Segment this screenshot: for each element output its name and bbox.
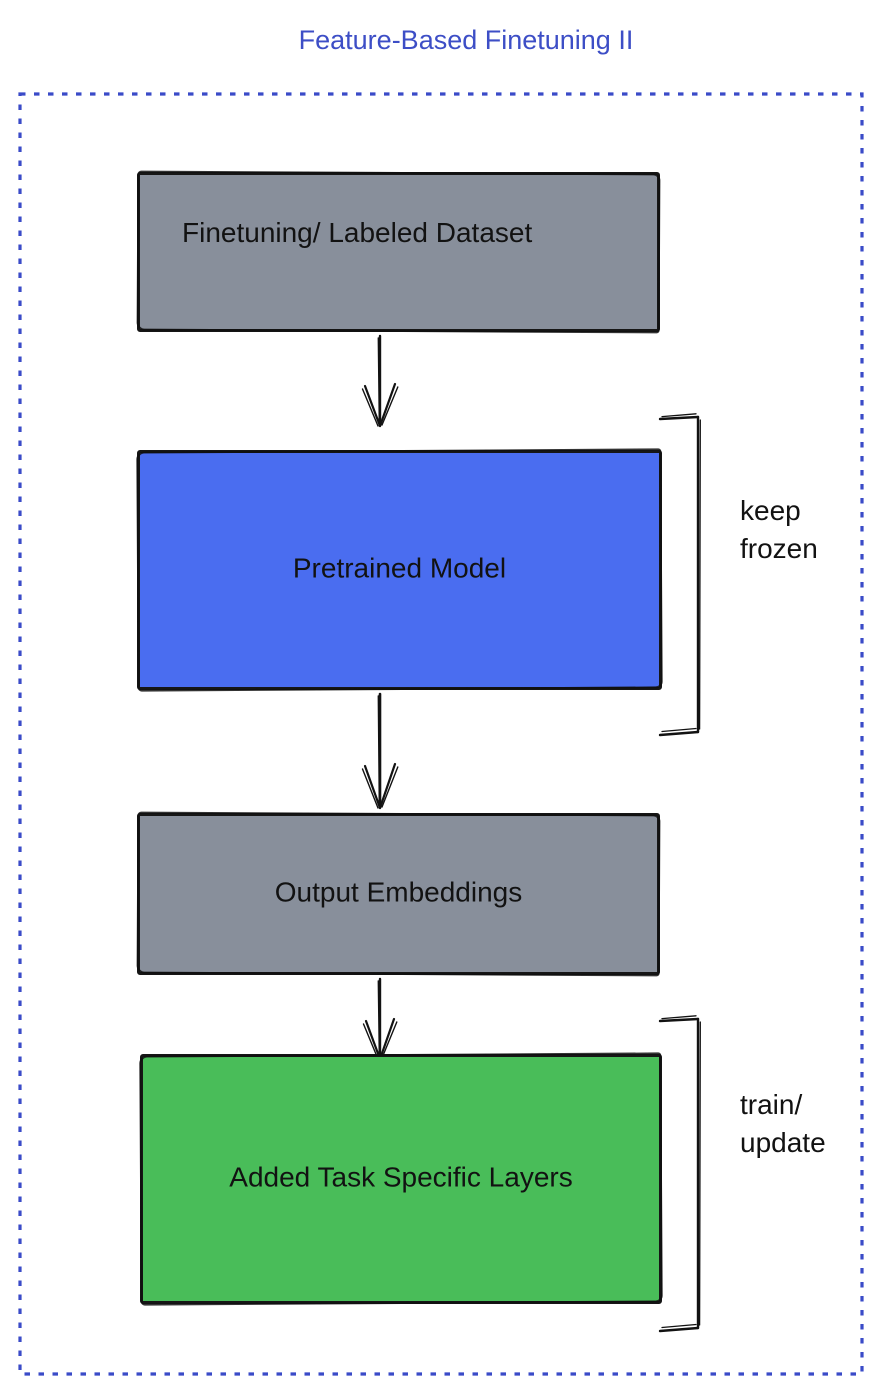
node-label: Output Embeddings xyxy=(274,876,523,908)
node-label: Finetuning/ Labeled Dataset xyxy=(182,217,533,248)
annotation-line: keep xyxy=(740,495,801,526)
annotation-keep-frozen: keep frozen xyxy=(740,492,818,568)
node-output-embeddings: Output Embeddings xyxy=(137,813,660,975)
annotation-line: update xyxy=(740,1127,826,1158)
annotation-line: frozen xyxy=(740,533,818,564)
node-task-specific-layers: Added Task Specific Layers xyxy=(140,1054,662,1304)
right-bracket-icon xyxy=(658,413,701,737)
node-pretrained-model: Pretrained Model xyxy=(137,450,662,690)
arrow-down-icon xyxy=(362,977,398,1061)
annotation-train-update: train/ update xyxy=(740,1086,826,1162)
arrow-down-icon xyxy=(361,692,399,810)
arrow-down-icon xyxy=(361,334,399,428)
dotted-frame xyxy=(18,92,864,1376)
right-bracket-icon xyxy=(658,1015,701,1333)
node-label: Pretrained Model xyxy=(292,552,507,584)
annotation-line: train/ xyxy=(740,1089,803,1120)
node-finetuning-dataset: Finetuning/ Labeled Dataset xyxy=(137,172,660,332)
page-title: Feature-Based Finetuning II xyxy=(298,25,634,55)
node-label: Added Task Specific Layers xyxy=(229,1161,573,1193)
